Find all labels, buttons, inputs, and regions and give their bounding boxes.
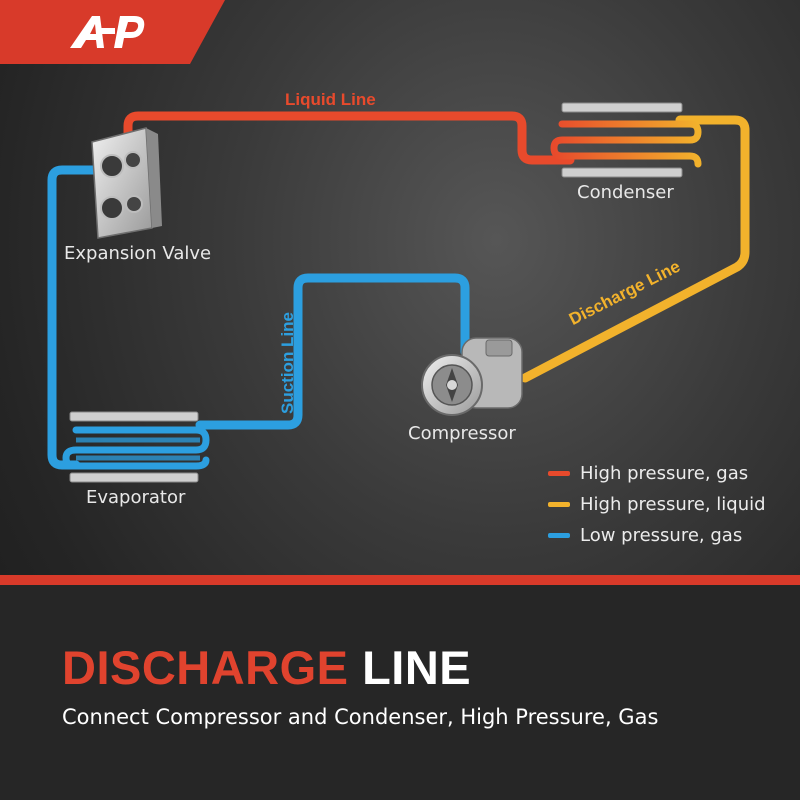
legend-swatch-blue	[548, 533, 570, 538]
suction-line	[47, 165, 470, 470]
legend-item: High pressure, gas	[548, 458, 766, 489]
compressor-label: Compressor	[408, 423, 516, 444]
headline-rest: LINE	[362, 641, 472, 694]
legend-label: Low pressure, gas	[580, 525, 743, 546]
evaporator-label: Evaporator	[86, 487, 186, 508]
compressor-icon	[421, 337, 523, 416]
liquid-line-label: Liquid Line	[285, 90, 376, 109]
legend-swatch-red	[548, 471, 570, 476]
brand-logo	[0, 0, 225, 64]
expansion-valve-icon	[91, 127, 162, 239]
subline: Connect Compressor and Condenser, High P…	[62, 705, 659, 729]
expansion-valve-label: Expansion Valve	[64, 243, 212, 264]
headline: DISCHARGE LINE	[62, 640, 471, 695]
legend: High pressure, gas High pressure, liquid…	[548, 458, 766, 551]
headline-accent: DISCHARGE	[62, 641, 349, 694]
evaporator-icon	[62, 411, 210, 483]
legend-label: High pressure, gas	[580, 463, 749, 484]
legend-label: High pressure, liquid	[580, 494, 766, 515]
condenser-icon	[550, 102, 702, 178]
legend-swatch-orange	[548, 502, 570, 507]
suction-line-label: Suction Line	[278, 312, 297, 414]
liquid-line	[123, 111, 575, 165]
condenser-label: Condenser	[577, 182, 674, 203]
legend-item: High pressure, liquid	[548, 489, 766, 520]
legend-item: Low pressure, gas	[548, 520, 766, 551]
caption-band	[0, 585, 800, 800]
accent-divider	[0, 575, 800, 585]
discharge-line	[520, 115, 750, 383]
